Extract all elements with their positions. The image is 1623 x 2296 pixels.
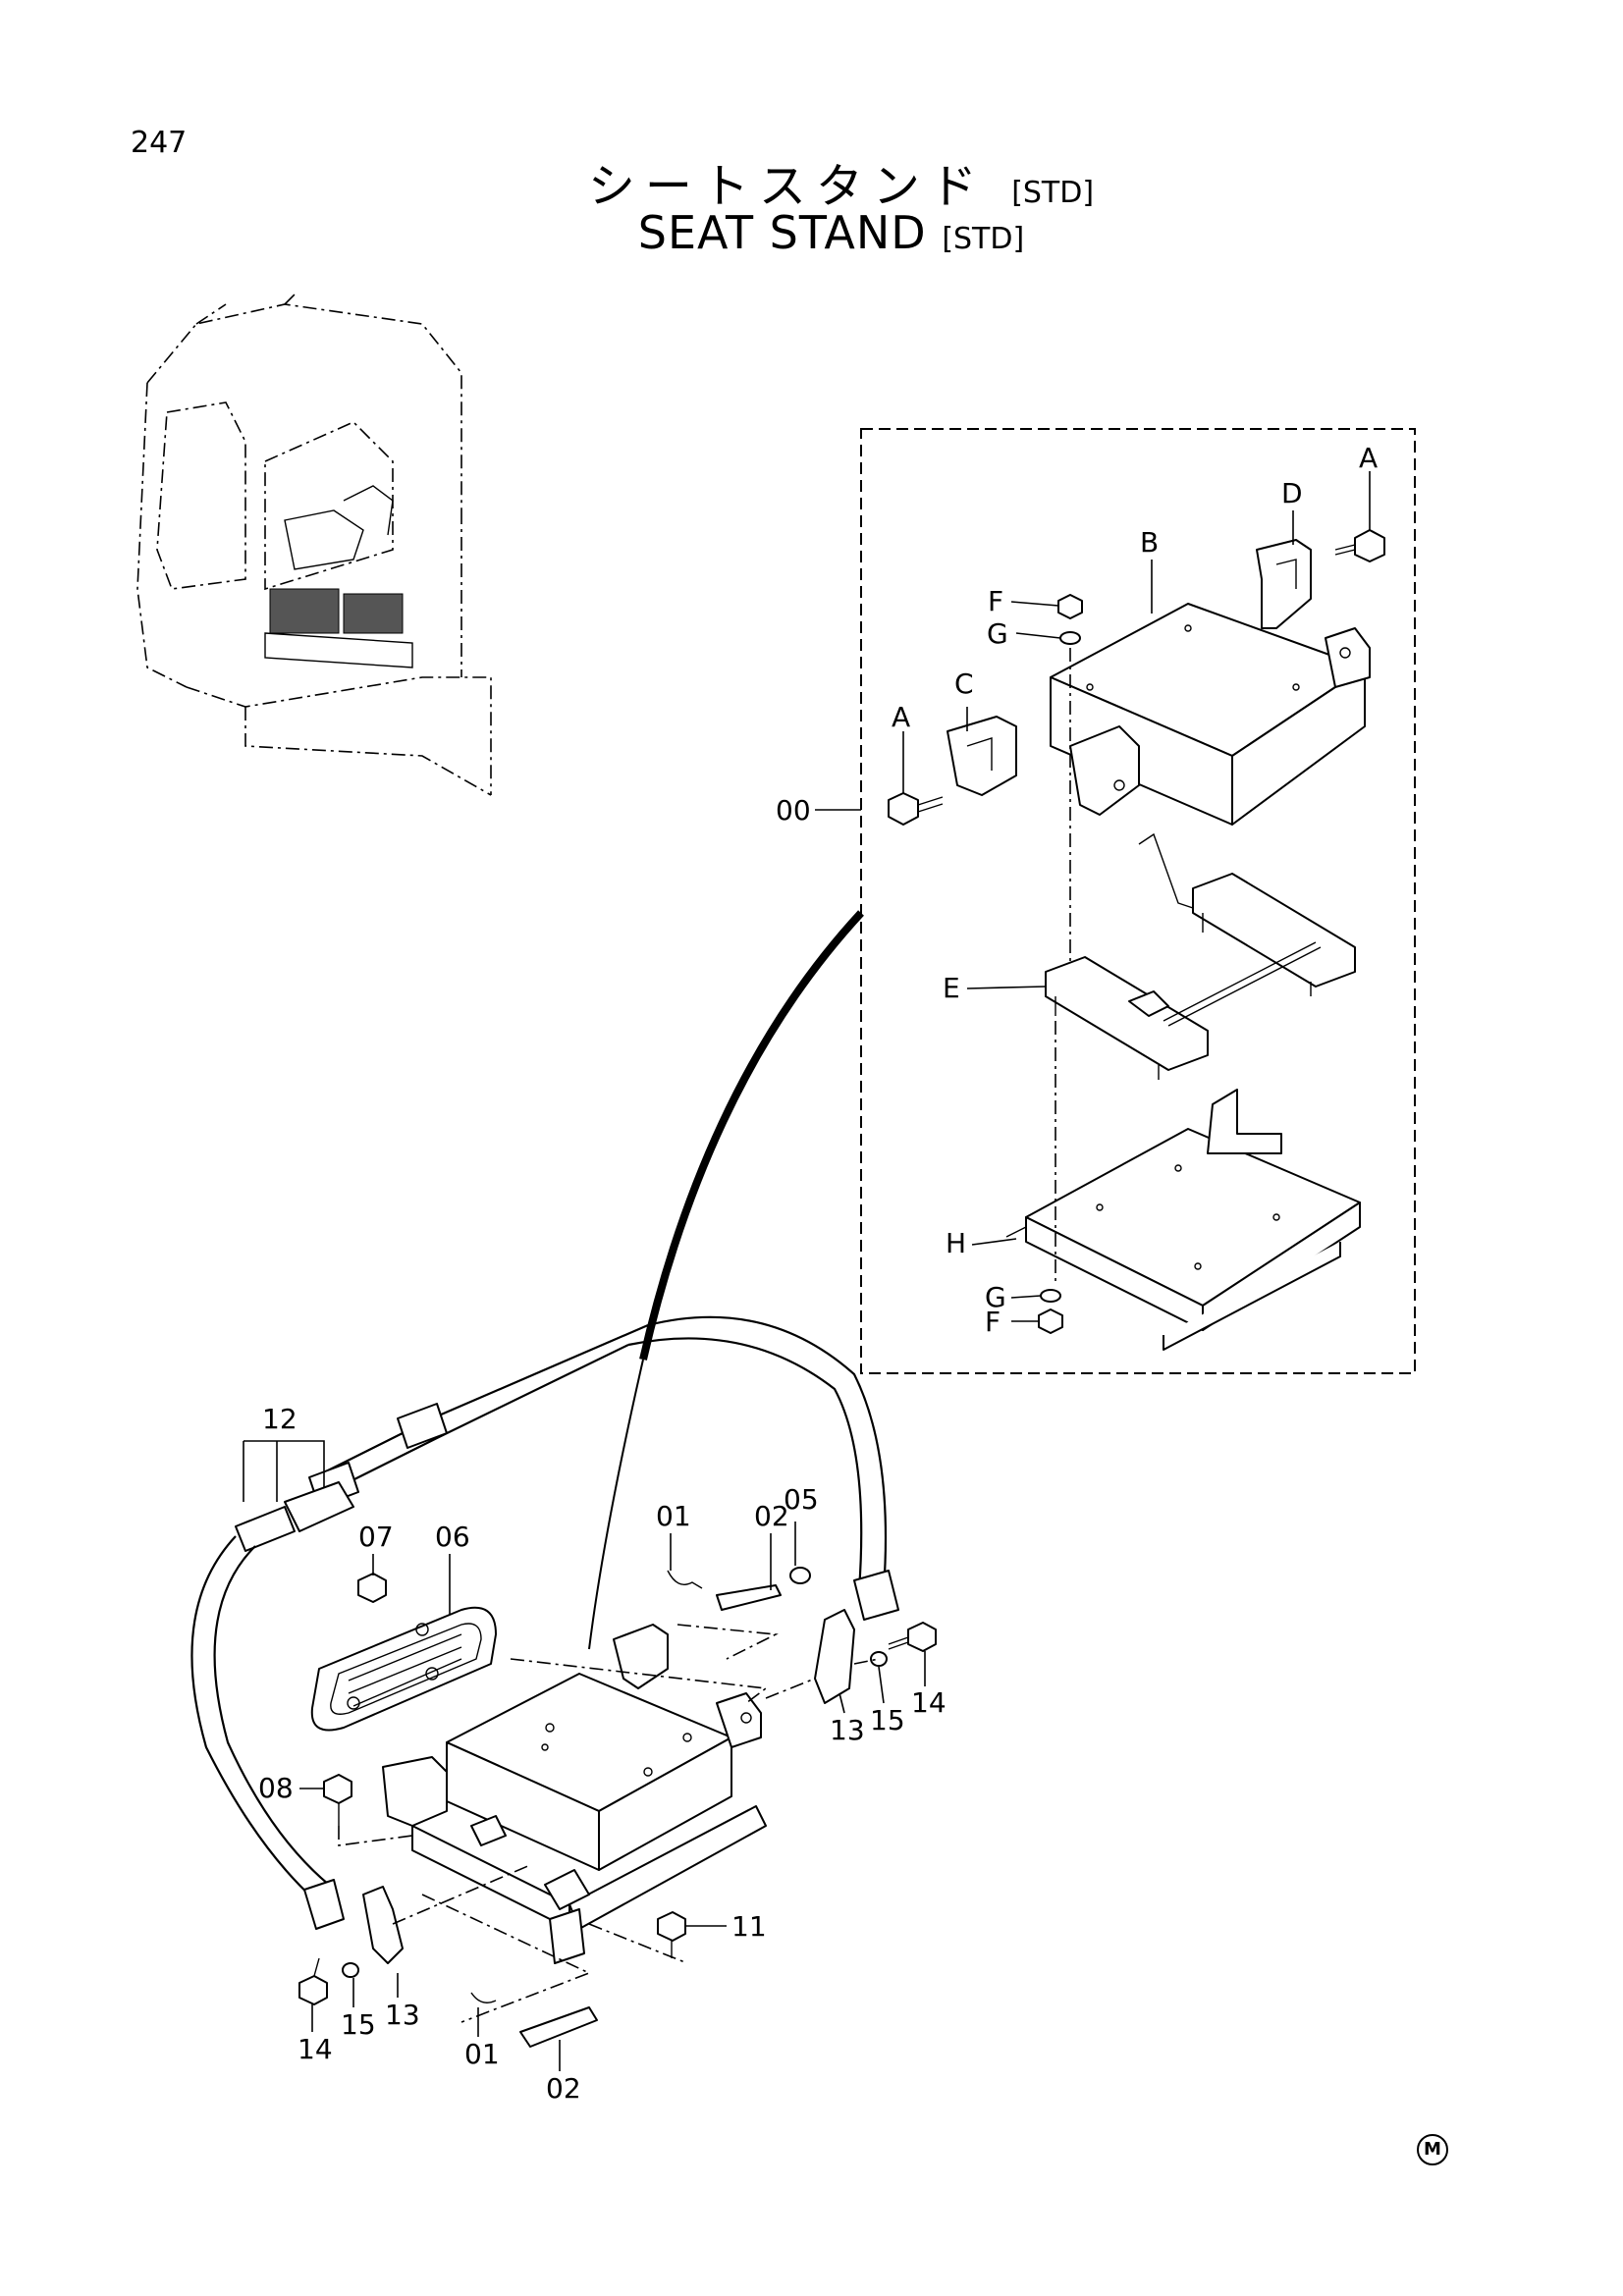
washer-g-upper — [1059, 631, 1081, 645]
bolt-08 — [323, 1774, 352, 1804]
callout-A1: A — [1359, 442, 1378, 474]
callout-14-left: 14 — [298, 2033, 333, 2065]
callout-G2: G — [985, 1281, 1006, 1313]
guide-11 — [588, 1923, 688, 1964]
bolt-14-left-shank — [313, 1957, 320, 1977]
callout-11: 11 — [731, 1910, 767, 1943]
callout-G1: G — [987, 617, 1008, 650]
manufacturer-mark: M — [1417, 2134, 1448, 2165]
washer-15-right — [870, 1651, 888, 1667]
seat-belt — [190, 1315, 899, 1930]
callout-05: 05 — [784, 1483, 819, 1516]
callout-01-upper: 01 — [656, 1500, 691, 1532]
nut-f-upper — [1057, 594, 1083, 619]
washer-05 — [789, 1567, 811, 1584]
title-jp-text: シートスタンド — [587, 159, 987, 214]
page-number: 247 — [131, 126, 188, 160]
assembly-00-box — [860, 428, 1416, 1374]
slide-rails-e — [1045, 832, 1356, 1080]
callout-D: D — [1281, 477, 1303, 509]
bolt-14-left — [298, 1975, 328, 2005]
pin-02-lower — [519, 2006, 598, 2048]
callout-F1: F — [988, 585, 1003, 617]
bolt-11 — [657, 1911, 686, 1942]
leader-lines — [243, 471, 1371, 2071]
bolt-a-upper — [1334, 529, 1385, 562]
title-japanese: シートスタンド [STD] — [0, 147, 1623, 216]
callout-14-right: 14 — [911, 1686, 947, 1719]
callout-F2: F — [985, 1306, 1001, 1338]
seat-plate-h — [1005, 1089, 1361, 1351]
title-en-text: SEAT STAND — [637, 206, 927, 259]
guide-08 — [338, 1826, 413, 1846]
nut-f-lower — [1038, 1308, 1063, 1334]
callout-02-upper: 02 — [754, 1500, 789, 1532]
washer-15-left — [342, 1962, 359, 1978]
cotter-pin-01-upper — [667, 1570, 703, 1589]
bolt-a-left — [888, 792, 944, 826]
callout-01-lower: 01 — [464, 2038, 500, 2070]
bracket-c — [947, 716, 1017, 796]
hinge-bracket-13-left — [362, 1886, 404, 1964]
callout-13-left: 13 — [385, 1999, 420, 2031]
callouts-upper: A D B F G C A 00 E H G F — [776, 442, 1378, 1338]
armrest-pad-06 — [310, 1606, 497, 1732]
guide-pin-upper — [676, 1624, 779, 1660]
callout-07: 07 — [358, 1521, 394, 1553]
guide-armrest — [510, 1658, 769, 1704]
callout-12: 12 — [262, 1403, 298, 1435]
callout-00: 00 — [776, 794, 811, 827]
guide-13-right — [765, 1658, 880, 1699]
hinge-bracket-13-right — [814, 1609, 855, 1704]
cab-locator-sketch — [136, 294, 492, 796]
bolt-07 — [357, 1573, 387, 1603]
callout-H: H — [946, 1227, 966, 1259]
title-english: SEAT STAND [STD] — [0, 206, 1623, 259]
callout-06: 06 — [435, 1521, 470, 1553]
callout-15-right: 15 — [870, 1704, 905, 1736]
callout-02-lower: 02 — [546, 2072, 581, 2105]
title-en-tag: [STD] — [942, 222, 1025, 256]
bolt-14-right — [907, 1622, 937, 1652]
callout-08: 08 — [258, 1772, 294, 1804]
guide-pin-lower — [421, 1894, 592, 2023]
callouts-lower: 12 07 06 01 02 05 14 15 13 08 11 13 15 1… — [258, 1403, 947, 2105]
callout-C: C — [954, 667, 974, 700]
callout-15-left: 15 — [341, 2008, 376, 2041]
detail-arrow — [639, 910, 864, 1361]
callout-B: B — [1140, 526, 1159, 559]
callout-A2: A — [892, 701, 910, 733]
bracket-d — [1256, 539, 1312, 629]
callout-13-right: 13 — [830, 1714, 865, 1746]
seat-frame-b — [1050, 603, 1371, 826]
washer-g-lower — [1040, 1289, 1061, 1303]
bolt-14-right-shank — [888, 1636, 909, 1650]
cotter-pin-01-lower — [470, 1992, 497, 2003]
seat-stand-body — [382, 1624, 767, 1964]
detail-arrow-tail — [588, 1359, 644, 1650]
pin-02-upper — [716, 1584, 782, 1611]
title-jp-tag: [STD] — [1011, 176, 1095, 210]
callout-E: E — [943, 972, 960, 1004]
